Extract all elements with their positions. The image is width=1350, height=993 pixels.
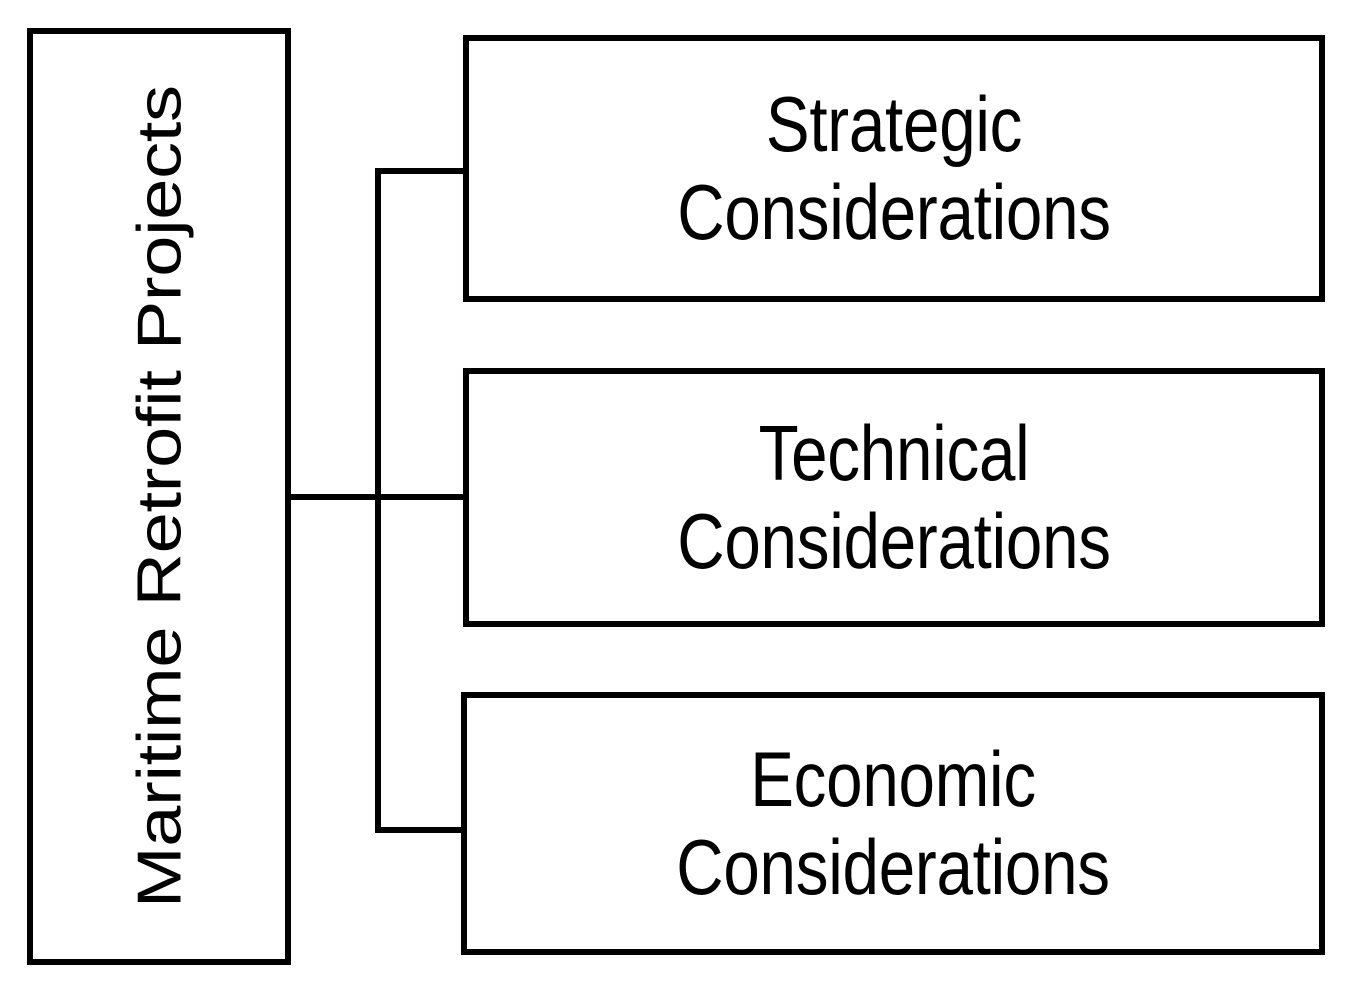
node-strategic-considerations[interactable]: Strategic Considerations: [463, 35, 1325, 302]
node-maritime-retrofit-projects[interactable]: Maritime Retrofit Projects: [27, 28, 291, 965]
node-technical-considerations[interactable]: Technical Considerations: [463, 368, 1325, 627]
connector-branch-strategic: [375, 168, 467, 174]
node-economic-considerations[interactable]: Economic Considerations: [461, 692, 1325, 955]
node-label-root: Maritime Retrofit Projects: [124, 85, 194, 908]
connector-branch-economic: [375, 827, 467, 833]
connector-branch-technical: [375, 494, 467, 500]
node-label-economic: Economic Considerations: [676, 735, 1110, 911]
node-label-strategic: Strategic Considerations: [677, 80, 1111, 256]
node-label-technical: Technical Considerations: [677, 409, 1111, 585]
connector-trunk-vertical: [375, 168, 381, 833]
